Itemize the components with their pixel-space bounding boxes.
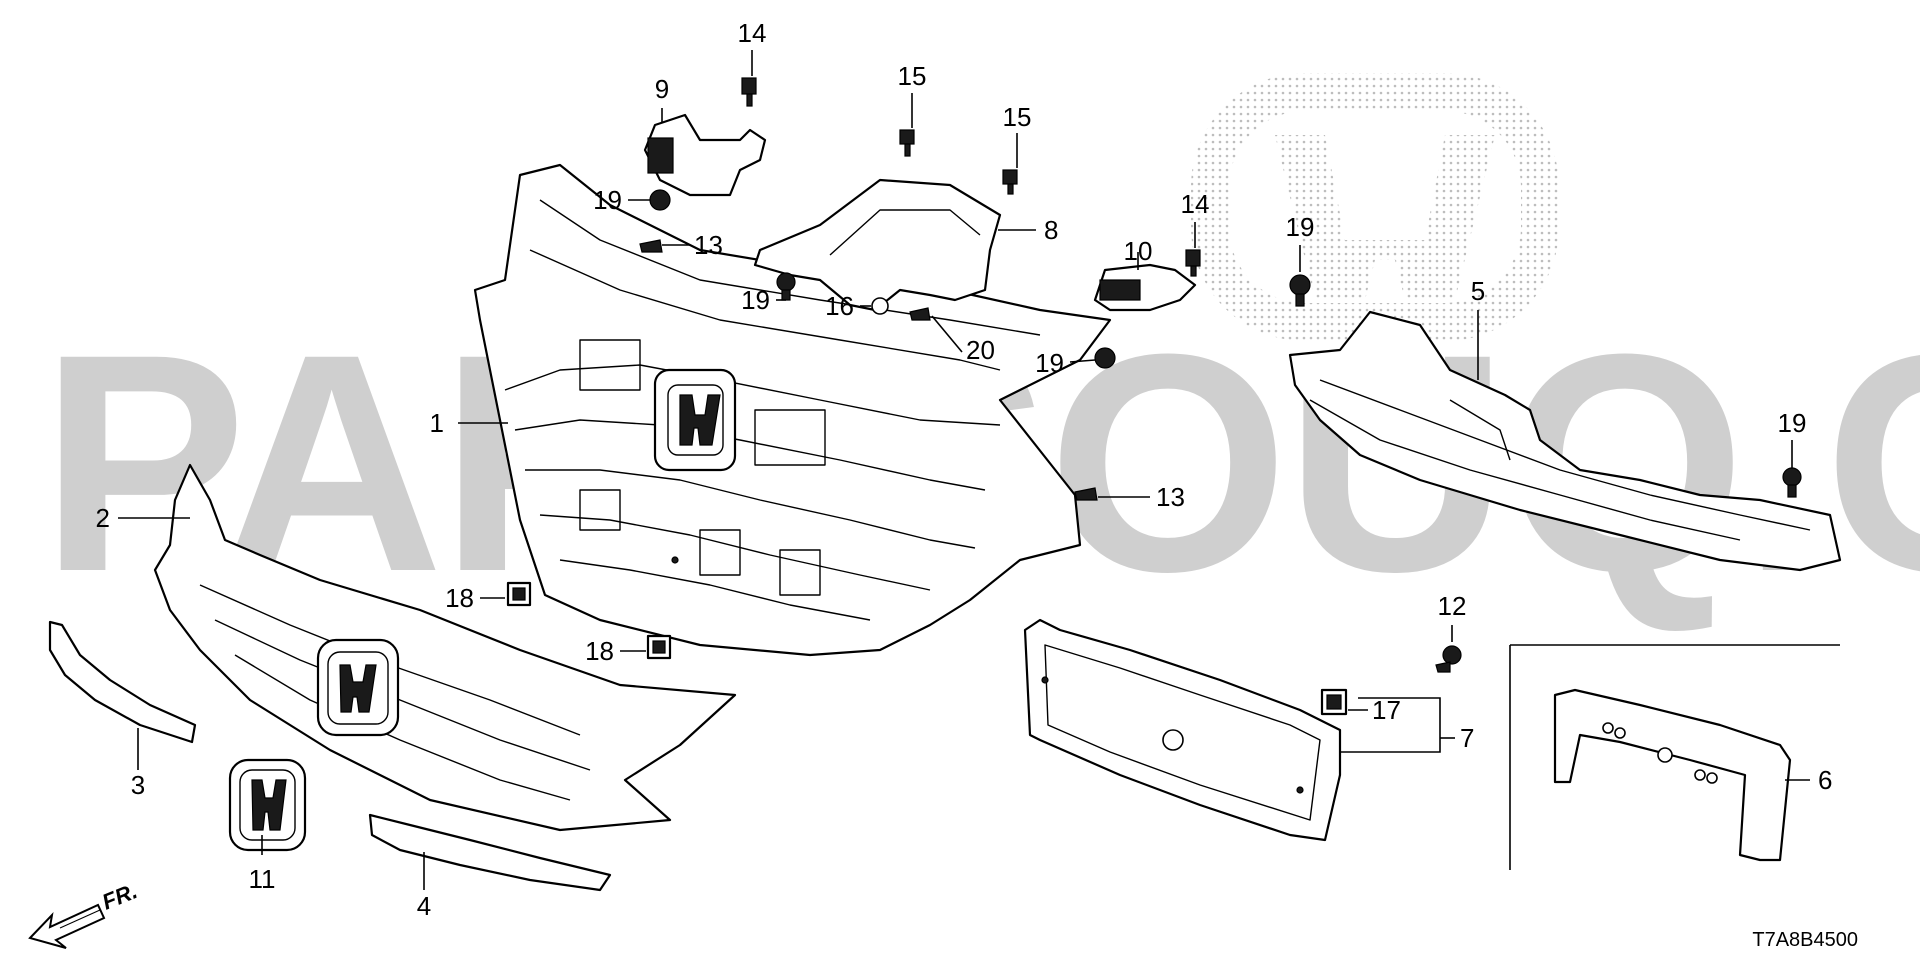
callout-13b: 13: [1156, 482, 1185, 512]
callout-18a: 18: [445, 583, 474, 613]
part-10-bracket: [1093, 263, 1197, 312]
callout-17: 17: [1372, 695, 1401, 725]
part-9-bracket: [643, 113, 767, 197]
nut-17: [1320, 688, 1348, 716]
clip-12: [1435, 645, 1462, 673]
part-8-upper-bracket: [753, 178, 1002, 312]
fasteners: [506, 77, 1802, 716]
callout-16: 16: [825, 291, 854, 321]
bolt-15a: [899, 129, 915, 157]
front-direction-marker: FR.: [28, 878, 141, 949]
callout-1: 1: [430, 408, 444, 438]
nut-18a: [506, 581, 532, 607]
part-4-right-molding: [368, 813, 612, 892]
part-11-emblem: [228, 758, 307, 852]
part-6-plate-frame: [1553, 688, 1792, 862]
callout-8: 8: [1044, 215, 1058, 245]
callout-5: 5: [1471, 276, 1485, 306]
clip-19c: [1094, 347, 1116, 369]
bolt-15b: [1002, 169, 1018, 195]
bolt-14b: [1185, 249, 1201, 277]
callout-15b: 15: [1003, 102, 1032, 132]
part-5-lower-cover: [1288, 310, 1842, 572]
callout-13a: 13: [694, 230, 723, 260]
leader-lines: [118, 50, 1810, 890]
diagram-code: T7A8B4500: [1752, 929, 1858, 951]
bolt-14a: [741, 77, 757, 107]
nut-18b: [646, 634, 672, 660]
callout-12: 12: [1438, 591, 1467, 621]
clip-13a: [639, 239, 663, 253]
callout-15a: 15: [898, 61, 927, 91]
part-7-license-plate-base: [1023, 618, 1342, 842]
part-1-grille: [473, 163, 1112, 657]
callout-11: 11: [249, 864, 276, 894]
callout-19a: 19: [593, 185, 622, 215]
callout-6: 6: [1818, 765, 1832, 795]
clip-19a: [649, 189, 671, 211]
callout-14a: 14: [738, 18, 767, 48]
callout-labels: 1 2 3 4 5 6 7 8 9 10 11 12 13 13 14 14 1…: [96, 18, 1833, 921]
callout-18b: 18: [585, 636, 614, 666]
clip-19d: [1289, 274, 1311, 307]
callout-20: 20: [966, 335, 995, 365]
callout-2: 2: [96, 503, 110, 533]
part-2-lower-trim: [153, 463, 737, 832]
part-3-left-molding: [48, 620, 197, 744]
clip-13b: [1074, 487, 1098, 501]
callout-19e: 19: [1778, 408, 1807, 438]
brand-h-logo-watermark: [1191, 73, 1559, 341]
washer-16: [871, 297, 889, 315]
callout-19c: 19: [1035, 348, 1064, 378]
direction-label: FR.: [99, 878, 141, 914]
inset-box: [1509, 644, 1840, 870]
callout-3: 3: [131, 770, 145, 800]
callout-9: 9: [655, 74, 669, 104]
callout-10: 10: [1124, 236, 1153, 266]
screw-20: [909, 307, 931, 321]
clip-19b: [776, 272, 796, 301]
callout-14b: 14: [1181, 189, 1210, 219]
callout-19b: 19: [741, 285, 770, 315]
callout-7: 7: [1460, 723, 1474, 753]
callout-19d: 19: [1286, 212, 1315, 242]
callout-4: 4: [417, 891, 431, 921]
